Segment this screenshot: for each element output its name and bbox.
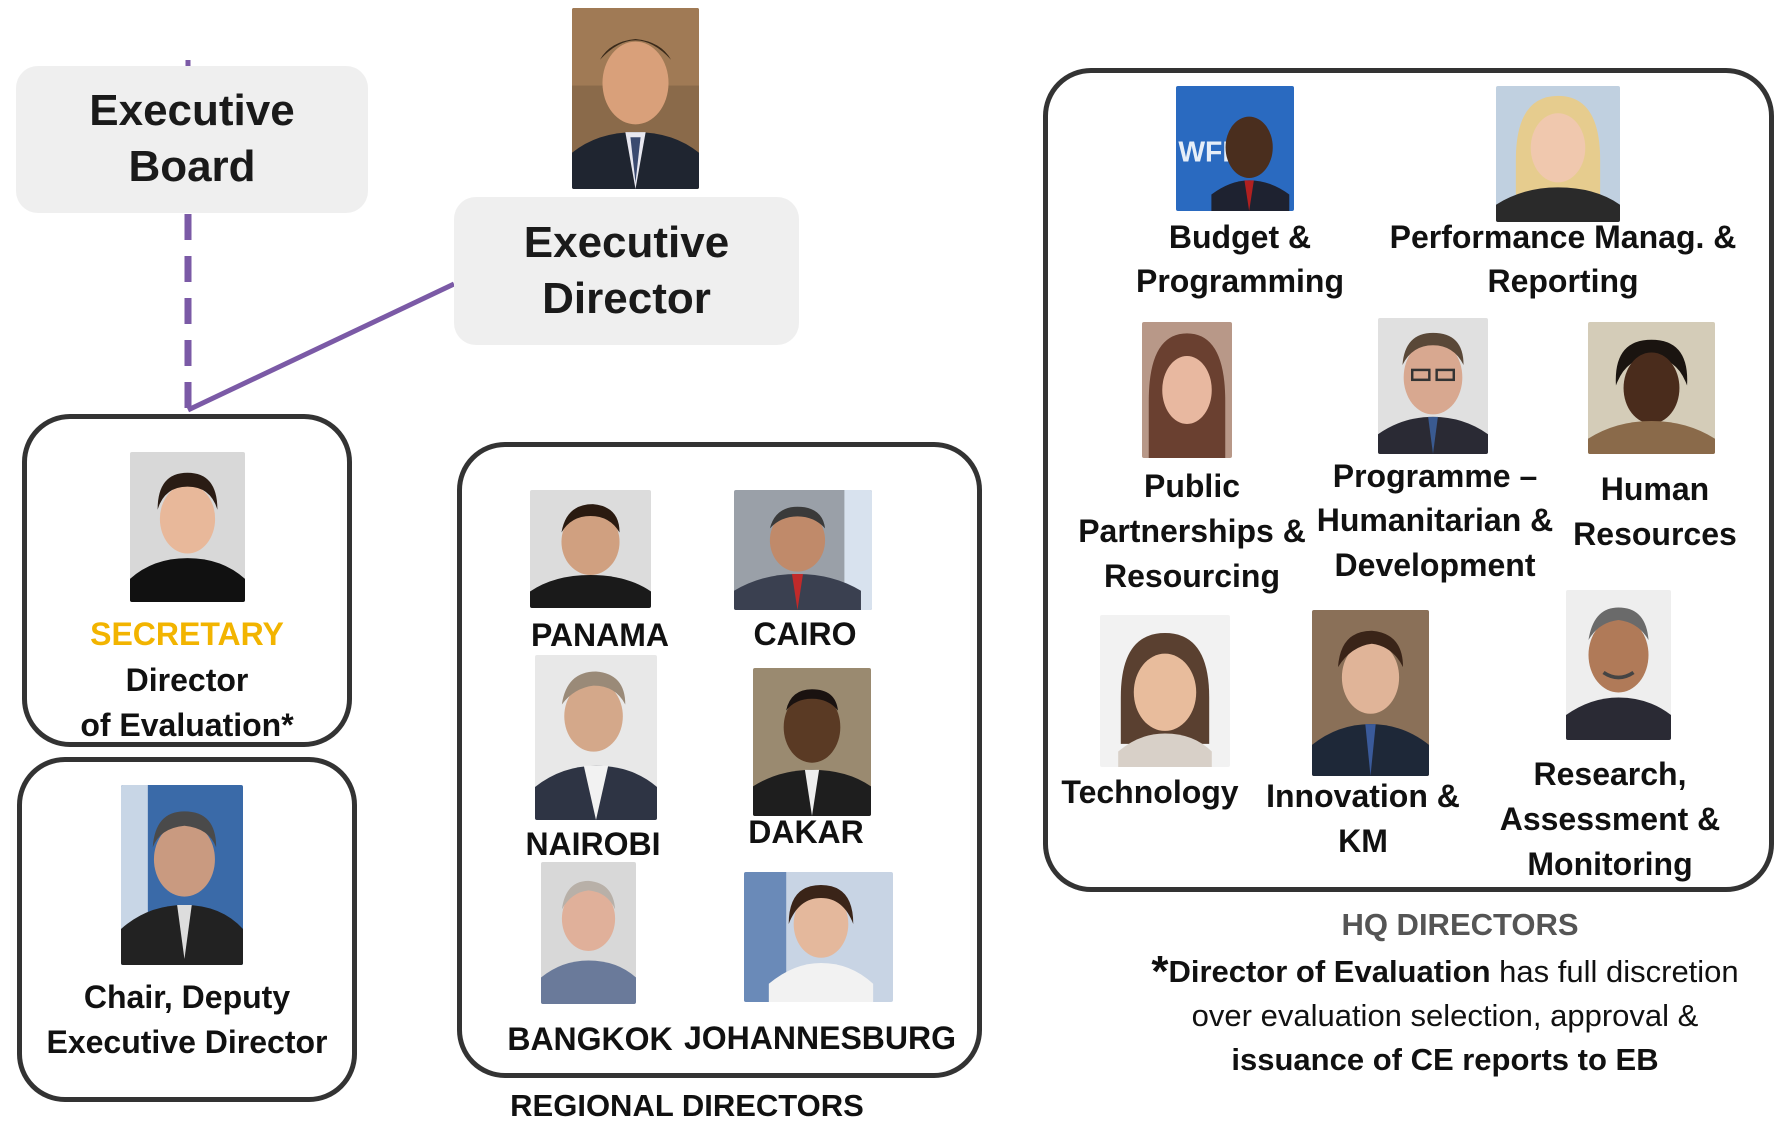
research-director-photo	[1566, 590, 1671, 740]
bangkok-director-photo	[541, 862, 636, 1004]
chair-line1: Chair, Deputy	[83, 979, 291, 1015]
programme-line3: Development	[1334, 547, 1536, 583]
footnote-bold-director: Director of Evaluation	[1168, 954, 1491, 989]
director-solid-connector	[186, 281, 456, 413]
executive-director-photo	[572, 8, 699, 189]
cairo-label: CAIRO	[753, 616, 857, 652]
bangkok-label: BANGKOK	[507, 1021, 673, 1057]
executive-director-line1: Executive	[523, 218, 730, 267]
human-resources-director-photo	[1588, 322, 1715, 454]
chair-frame	[17, 757, 357, 1102]
dakar-label: DAKAR	[748, 814, 864, 850]
public-line3: Resourcing	[1103, 558, 1281, 594]
public-line1: Public	[1143, 468, 1240, 504]
programme-line1: Programme –	[1332, 458, 1538, 494]
secretary-photo	[130, 452, 245, 602]
chair-photo	[121, 785, 243, 965]
chair-line2: Executive Director	[46, 1024, 328, 1060]
panama-director-photo	[530, 490, 651, 608]
budget-line1: Budget &	[1168, 219, 1312, 255]
executive-director-box[interactable]: Executive Director	[454, 197, 799, 345]
executive-director-line2: Director	[542, 274, 711, 323]
dakar-director-photo	[753, 668, 871, 816]
budget-line2: Programming	[1135, 263, 1345, 299]
performance-line1: Performance Manag. &	[1389, 219, 1737, 255]
performance-director-photo	[1496, 86, 1620, 222]
panama-label: PANAMA	[530, 617, 670, 653]
executive-board-line1: Executive	[89, 86, 295, 135]
public-partnerships-director-photo	[1142, 322, 1232, 458]
secretary-role-label: SECRETARY	[90, 616, 284, 652]
footnote-line2: over evaluation selection, approval &	[1191, 998, 1699, 1033]
research-line1: Research,	[1533, 756, 1687, 792]
secretary-line2: of Evaluation*	[80, 707, 294, 743]
hq-directors-title: HQ DIRECTORS	[1341, 907, 1579, 942]
public-line2: Partnerships &	[1078, 513, 1306, 549]
programme-director-photo	[1378, 318, 1488, 454]
innovation-line2: KM	[1338, 823, 1388, 859]
technology-label: Technology	[1061, 774, 1239, 810]
asterisk-mark: *	[1151, 947, 1169, 996]
secretary-line1: Director	[125, 662, 249, 698]
secretary-frame	[22, 414, 352, 747]
budget-director-photo: WFP	[1176, 86, 1294, 211]
nairobi-label: NAIROBI	[525, 826, 661, 862]
footnote-text1: has full discretion	[1490, 954, 1739, 989]
human-line2: Resources	[1573, 516, 1737, 552]
innovation-director-photo	[1312, 610, 1429, 776]
executive-board-box[interactable]: Executive Board	[16, 66, 368, 213]
performance-line2: Reporting	[1487, 263, 1639, 299]
regional-directors-frame	[457, 442, 982, 1078]
hq-directors-frame	[1043, 68, 1774, 892]
johannesburg-label: JOHANNESBURG	[683, 1020, 957, 1056]
innovation-line1: Innovation &	[1266, 778, 1460, 814]
executive-board-line2: Board	[128, 142, 256, 191]
footnote-line1: *Director of Evaluation has full discret…	[1110, 950, 1780, 994]
johannesburg-director-photo	[744, 872, 893, 1002]
technology-director-photo	[1100, 615, 1230, 767]
cairo-director-photo	[734, 490, 872, 610]
human-line1: Human	[1600, 471, 1710, 507]
research-line3: Monitoring	[1527, 846, 1693, 882]
research-line2: Assessment &	[1499, 801, 1721, 837]
nairobi-director-photo	[535, 655, 657, 820]
footnote-line3: issuance of CE reports to EB	[1110, 1038, 1780, 1082]
regional-directors-title: REGIONAL DIRECTORS	[510, 1088, 864, 1123]
footnote-bold-issuance: issuance of CE reports to EB	[1231, 1042, 1659, 1077]
footnote: *Director of Evaluation has full discret…	[1110, 950, 1780, 1082]
programme-line2: Humanitarian &	[1316, 502, 1554, 538]
